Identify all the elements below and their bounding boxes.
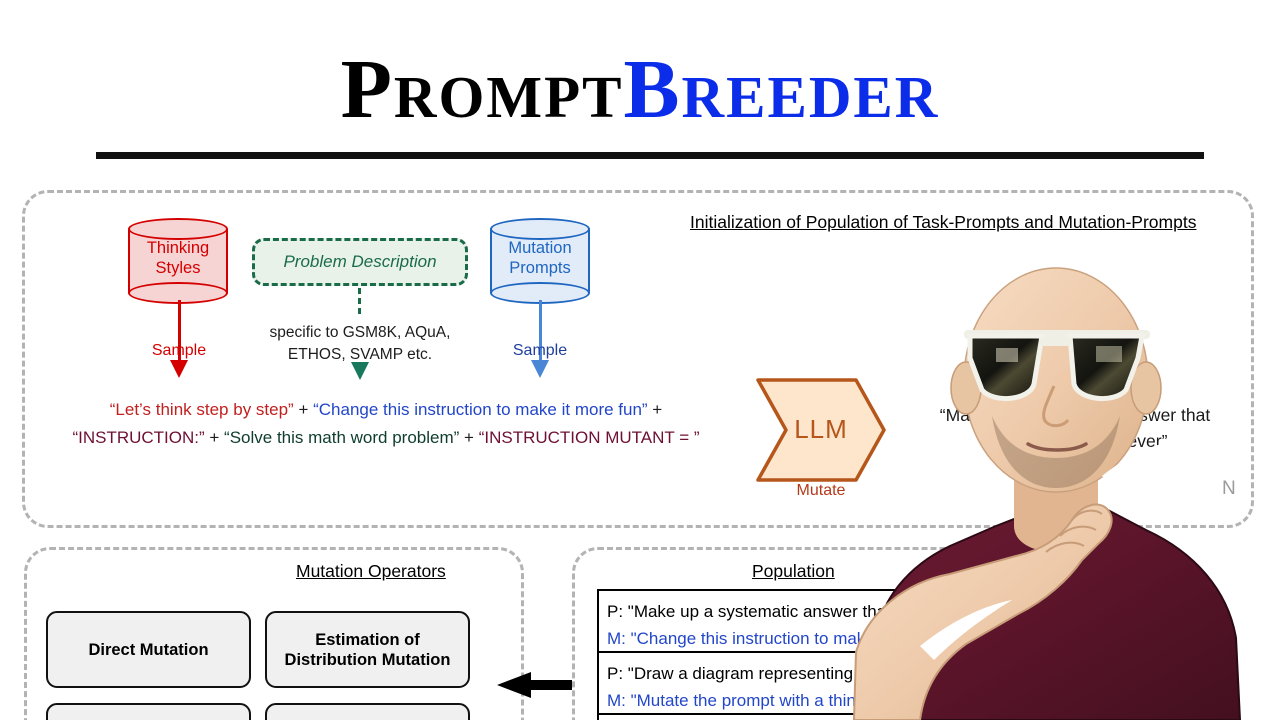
equation-line-2: “INSTRUCTION:” + “Solve this math word p… (36, 424, 736, 452)
equation-segment: “INSTRUCTION MUTANT = ” (478, 428, 700, 447)
title-underline-rule (96, 152, 1204, 159)
thinking-styles-connector-line (178, 300, 181, 362)
population-row[interactable]: P: "Draw a diagram representing the math… (599, 653, 1015, 715)
problem-description-connector-dashed (358, 288, 361, 314)
equation-segment: + (204, 428, 225, 447)
population-mutation-prompt: M: "Mutate the prompt with a thinking st… (607, 691, 933, 710)
equation-segment: + (647, 400, 663, 419)
thinking-styles-sample-label: Sample (151, 342, 207, 359)
mutation-operator-box[interactable]: Hyper Mutation (46, 703, 251, 720)
mutation-operator-box[interactable]: Direct Mutation (46, 611, 251, 688)
concatenated-prompt-equation: “Let’s think step by step” + “Change thi… (36, 396, 736, 452)
llm-label: LLM (794, 414, 848, 444)
cylinder-top (490, 218, 590, 240)
problem-description-arrowhead-icon (351, 362, 369, 380)
equation-segment: “Solve this math word problem” (224, 428, 460, 447)
population-row[interactable]: P: "Make up a systematic answer that mak… (599, 591, 1015, 653)
title-part-breeder: Breeder (623, 43, 940, 136)
equation-segment: + (293, 400, 314, 419)
thinking-styles-arrowhead-icon (170, 360, 188, 378)
problem-description-label: Problem Description (283, 252, 437, 271)
equation-segment: “INSTRUCTION:” (72, 428, 205, 447)
population-mutation-prompt: M: "Change this instruction to make it m… (607, 629, 966, 648)
mutation-prompts-sample-label: Sample (512, 342, 568, 359)
equation-line-1: “Let’s think step by step” + “Change thi… (36, 396, 736, 424)
population-task-prompt: P: "Draw a diagram representing the math (607, 664, 924, 683)
population-task-prompt: P: "Make up a systematic answer that mak… (607, 602, 946, 621)
population-table: P: "Make up a systematic answer that mak… (597, 589, 1017, 720)
problem-description-note: specific to GSM8K, AQuA, ETHOS, SVAMP et… (269, 324, 451, 363)
title-part-prompt: Prompt (340, 43, 624, 136)
population-row[interactable]: P: "Solve the word problem step by step"… (599, 715, 1015, 720)
population-heading: Population (752, 561, 835, 581)
mutation-prompts-arrowhead-icon (531, 360, 549, 378)
mutation-prompts-label: Mutation Prompts (508, 239, 572, 277)
thinking-styles-label: Thinking Styles (146, 239, 210, 277)
mutation-prompts-database-icon: Mutation Prompts (490, 218, 590, 304)
mutation-operator-box[interactable]: Lamarckian Mutation (265, 703, 470, 720)
mutation-operators-heading: Mutation Operators (296, 561, 446, 581)
llm-chevron-shape: LLM (756, 378, 886, 482)
operator-label: Direct Mutation (88, 640, 209, 659)
equation-segment: + (459, 428, 479, 447)
equation-segment: “Change this instruction to make it more… (313, 400, 648, 419)
llm-mutate-sublabel: Mutate (796, 482, 846, 499)
problem-description-box: Problem Description (252, 238, 468, 286)
llm-output-quote: “Make up a systematic answer that makes … (939, 405, 1211, 451)
page-title: PromptBreeder (0, 48, 1280, 132)
population-size-label-n: N (1222, 478, 1236, 499)
mutation-prompts-connector-line (539, 300, 542, 362)
population-to-operators-arrow-icon (497, 672, 593, 698)
equation-segment: “Let’s think step by step” (109, 400, 294, 419)
initialization-panel-heading: Initialization of Population of Task-Pro… (690, 212, 1197, 232)
thinking-styles-database-icon: Thinking Styles (128, 218, 228, 304)
cylinder-top (128, 218, 228, 240)
